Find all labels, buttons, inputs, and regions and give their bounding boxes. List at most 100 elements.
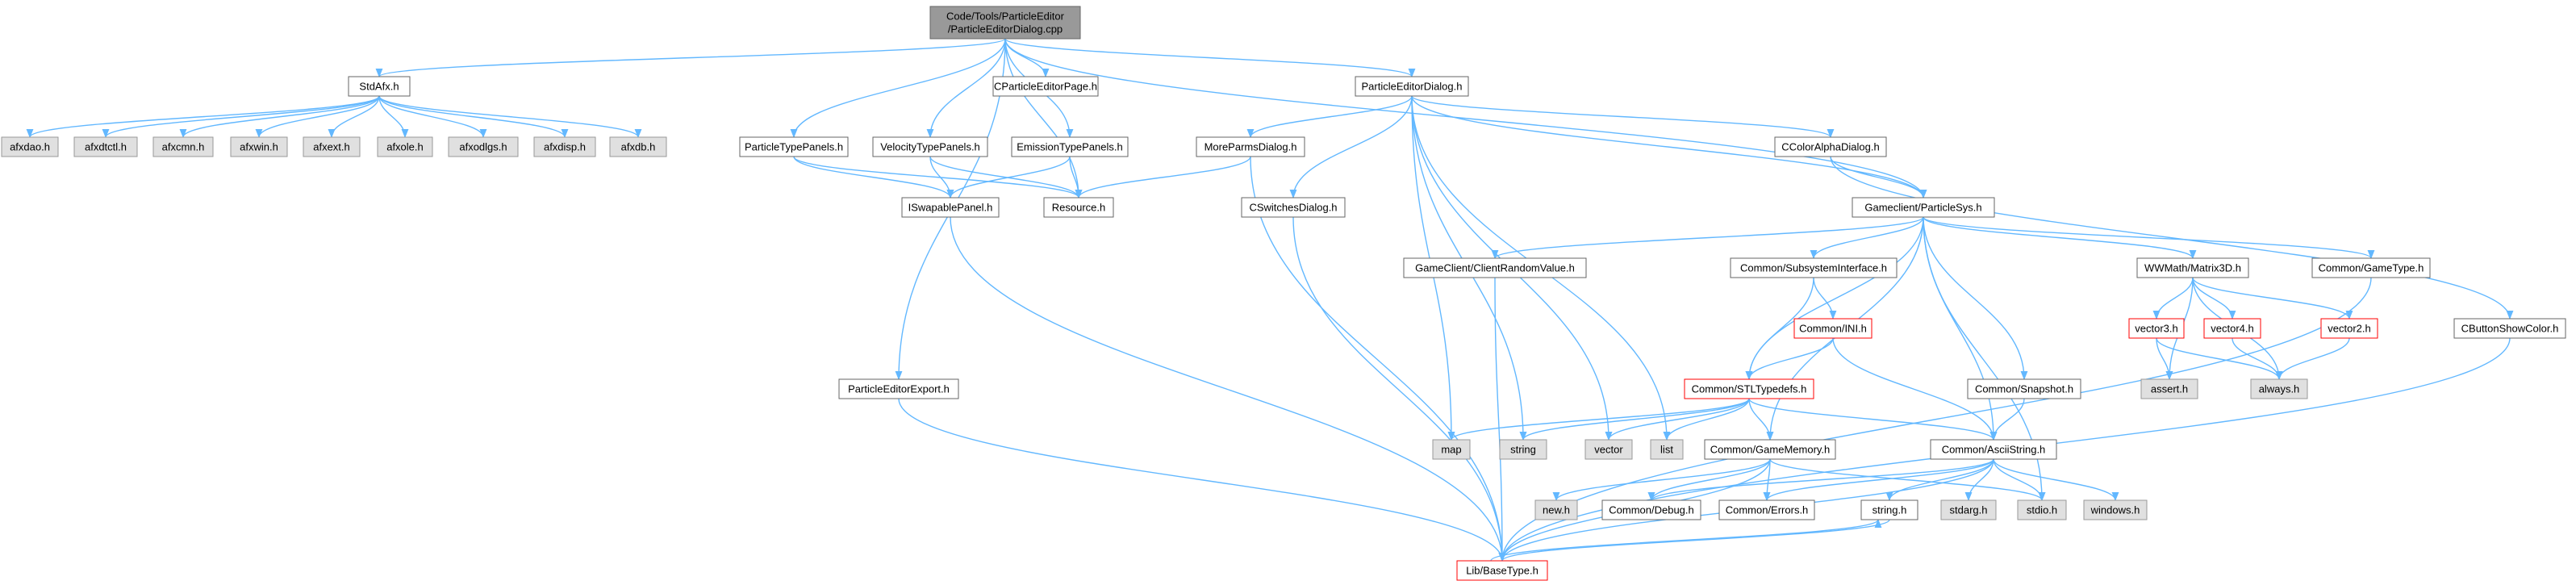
node-label-afxdao: afxdao.h [10, 141, 50, 153]
node-label-string: string [1510, 444, 1536, 456]
edge-particleeditordialog-to-ccoloralphadialog [1411, 95, 1835, 139]
node-commonini[interactable]: Common/INI.h [1793, 318, 1873, 339]
node-label-afxole: afxole.h [386, 141, 424, 153]
node-label-velocitytypepanels: VelocityTypePanels.h [880, 141, 980, 153]
node-box-stdargh [1940, 499, 1997, 520]
node-commongametype[interactable]: Common/GameType.h [2311, 257, 2431, 278]
node-box-vector3 [2128, 318, 2185, 339]
node-commonsnapshot[interactable]: Common/Snapshot.h [1967, 378, 2081, 399]
edge-asciistring-to-stringh [1885, 458, 1994, 502]
edge-stringh-to-basetype [1498, 519, 1890, 562]
edge-stdafx-to-afxwin [255, 95, 380, 139]
node-box-afxext [303, 136, 361, 157]
edge-vector3-to-asserth [2156, 337, 2173, 381]
edge-commonini-to-stltypedefs [1745, 337, 1834, 381]
edge-stdafx-to-afxdisp [378, 95, 569, 139]
node-label-iswapablepanel: ISwapablePanel.h [908, 202, 993, 214]
node-cbuttonshowcolor[interactable]: CButtonShowColor.h [2453, 318, 2566, 339]
edge-gameclientparticlesys-to-clientrandomvalue [1491, 216, 1924, 260]
node-root[interactable]: Code/Tools/ParticleEditor/ParticleEditor… [929, 6, 1081, 40]
node-box-afxdao [1, 136, 59, 157]
edge-basetype-to-stringh [1490, 518, 1882, 562]
node-label-cswitchesdialog: CSwitchesDialog.h [1249, 202, 1337, 214]
node-afxdtctl: afxdtctl.h [73, 136, 138, 157]
node-particleeditordialog[interactable]: ParticleEditorDialog.h [1355, 76, 1469, 97]
node-vector3[interactable]: vector3.h [2128, 318, 2185, 339]
node-vector2[interactable]: vector2.h [2320, 318, 2378, 339]
edge-stltypedefs-to-asciistring [1748, 398, 1998, 441]
node-label-root: Code/Tools/ParticleEditor [946, 10, 1065, 23]
node-vector4[interactable]: vector4.h [2203, 318, 2261, 339]
node-box-newh [1534, 499, 1578, 520]
node-box-iswapablepanel [901, 197, 1000, 218]
node-clientrandomvalue[interactable]: GameClient/ClientRandomValue.h [1403, 257, 1587, 278]
edge-gamememory-to-commondebug [1647, 458, 1771, 502]
node-label-afxdb: afxdb.h [621, 141, 656, 153]
node-wwmatrix3d[interactable]: WWMath/Matrix3D.h [2136, 257, 2249, 278]
node-label-root: /ParticleEditorDialog.cpp [948, 23, 1063, 36]
node-label-emissiontypepanels: EmissionTypePanels.h [1017, 141, 1123, 153]
edge-particleeditordialog-to-moreparmsdialog [1246, 95, 1413, 139]
node-particleeditorexport[interactable]: ParticleEditorExport.h [838, 378, 959, 399]
node-moreparmsdialog[interactable]: MoreParmsDialog.h [1196, 136, 1305, 157]
node-emissiontypepanels[interactable]: EmissionTypePanels.h [1011, 136, 1129, 157]
node-box-afxwin [230, 136, 288, 157]
node-label-asserth: assert.h [2151, 383, 2188, 395]
edge-asciistring-to-stdargh [1964, 458, 1994, 502]
node-box-subsysteminterface [1730, 257, 1898, 278]
edge-gameclientparticlesys-to-commonsnapshot [1923, 216, 2028, 381]
node-stdargh: stdarg.h [1940, 499, 1997, 520]
node-box-string [1499, 439, 1547, 460]
node-box-afxodlgs [448, 136, 519, 157]
node-box-commonsnapshot [1967, 378, 2081, 399]
node-label-commonerrors: Common/Errors.h [1726, 504, 1809, 516]
node-commonerrors[interactable]: Common/Errors.h [1718, 499, 1815, 520]
node-windowsh: windows.h [2083, 499, 2148, 520]
node-layer: Code/Tools/ParticleEditor/ParticleEditor… [1, 6, 2566, 581]
node-box-stdafx [348, 76, 411, 97]
edge-layer [26, 38, 2514, 562]
node-label-basetype: Lib/BaseType.h [1466, 565, 1539, 577]
node-gameclientparticlesys[interactable]: Gameclient/ParticleSys.h [1852, 197, 1995, 218]
node-ccoloralphadialog[interactable]: CColorAlphaDialog.h [1774, 136, 1887, 157]
node-stdafx[interactable]: StdAfx.h [348, 76, 411, 97]
node-velocitytypepanels[interactable]: VelocityTypePanels.h [872, 136, 988, 157]
node-label-stdargh: stdarg.h [1950, 504, 1988, 516]
node-resource[interactable]: Resource.h [1043, 197, 1114, 218]
node-label-vector2: vector2.h [2328, 323, 2370, 335]
node-box-wwmatrix3d [2136, 257, 2249, 278]
node-label-subsysteminterface: Common/SubsystemInterface.h [1740, 262, 1887, 274]
node-subsysteminterface[interactable]: Common/SubsystemInterface.h [1730, 257, 1898, 278]
edge-ccoloralphadialog-to-gameclientparticlesys [1830, 156, 1927, 199]
node-box-emissiontypepanels [1011, 136, 1129, 157]
node-label-resource: Resource.h [1052, 202, 1105, 214]
edge-cswitchesdialog-to-basetype [1292, 216, 1506, 562]
node-box-commondebug [1601, 499, 1701, 520]
node-gamememory[interactable]: Common/GameMemory.h [1704, 439, 1836, 460]
node-particletypepanels[interactable]: ParticleTypePanels.h [739, 136, 849, 157]
node-commondebug[interactable]: Common/Debug.h [1601, 499, 1701, 520]
node-string: string [1499, 439, 1547, 460]
node-label-vector: vector [1594, 444, 1623, 456]
edge-stltypedefs-to-map [1447, 398, 1750, 441]
node-label-stdafx: StdAfx.h [359, 81, 399, 93]
node-iswapablepanel[interactable]: ISwapablePanel.h [901, 197, 1000, 218]
node-cparticleeditorpage[interactable]: CParticleEditorPage.h [992, 76, 1099, 97]
node-label-vector4: vector4.h [2211, 323, 2253, 335]
edge-root-to-particletypepanels [790, 38, 1006, 139]
edge-velocitytypepanels-to-resource [929, 156, 1083, 199]
node-stringh[interactable]: string.h [1860, 499, 1918, 520]
node-box-root [929, 6, 1081, 40]
node-box-basetype [1456, 560, 1548, 581]
node-cswitchesdialog[interactable]: CSwitchesDialog.h [1241, 197, 1346, 218]
node-box-ccoloralphadialog [1774, 136, 1887, 157]
node-basetype[interactable]: Lib/BaseType.h [1456, 560, 1548, 581]
node-asciistring[interactable]: Common/AsciiString.h [1930, 439, 2057, 460]
node-asserth: assert.h [2140, 378, 2198, 399]
edge-gamememory-to-stdioh [1769, 458, 2046, 502]
edge-root-to-gameclientparticlesys [1004, 38, 1927, 199]
node-box-vector4 [2203, 318, 2261, 339]
node-stltypedefs[interactable]: Common/STLTypedefs.h [1684, 378, 1814, 399]
node-box-stringh [1860, 499, 1918, 520]
node-afxdao: afxdao.h [1, 136, 59, 157]
